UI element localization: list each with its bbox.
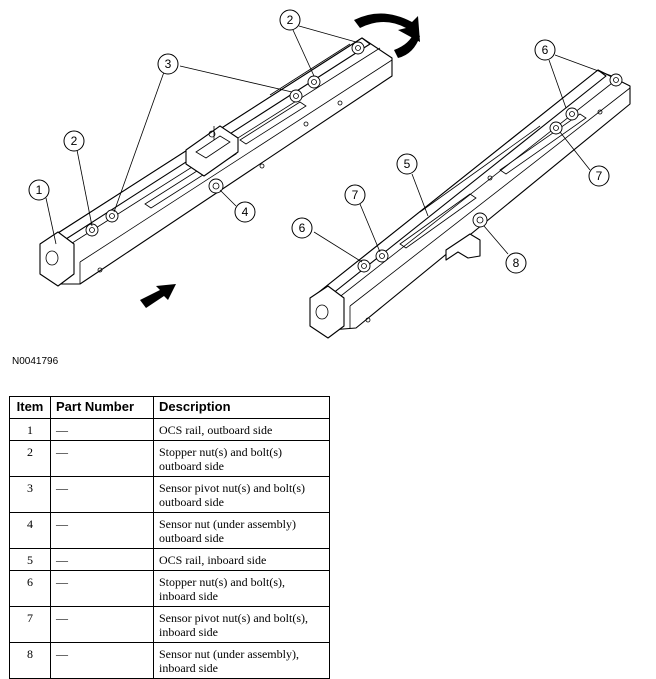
description-cell: Sensor nut (under assembly) outboard sid… <box>153 512 330 549</box>
svg-text:5: 5 <box>404 157 411 171</box>
table-header-row: Item Part Number Description <box>9 396 330 419</box>
header-description: Description <box>153 396 330 419</box>
part-number-cell: — <box>50 548 154 571</box>
callout-3: 3 <box>157 53 179 75</box>
description-cell: Sensor pivot nut(s) and bolt(s), inboard… <box>153 606 330 643</box>
table-row: 4 — Sensor nut (under assembly) outboard… <box>9 512 330 549</box>
description-cell: Sensor nut (under assembly), inboard sid… <box>153 642 330 679</box>
callout-5: 5 <box>396 153 418 175</box>
callout-8: 8 <box>505 252 527 274</box>
svg-text:7: 7 <box>596 169 603 183</box>
header-item: Item <box>9 396 51 419</box>
part-number-cell: — <box>50 512 154 549</box>
item-cell: 3 <box>9 476 51 513</box>
svg-text:7: 7 <box>352 188 359 202</box>
table-row: 5 — OCS rail, inboard side <box>9 548 330 571</box>
leader-lines <box>45 25 613 263</box>
item-cell: 4 <box>9 512 51 549</box>
svg-text:6: 6 <box>542 43 549 57</box>
callout-6-upper: 6 <box>534 39 556 61</box>
part-number-cell: — <box>50 642 154 679</box>
outboard-rail-drawing <box>39 13 420 308</box>
item-cell: 5 <box>9 548 51 571</box>
svg-text:2: 2 <box>287 13 294 27</box>
part-number-cell: — <box>50 440 154 477</box>
inboard-rail-drawing <box>309 69 631 339</box>
callout-2-lower: 2 <box>63 130 85 152</box>
callout-7-upper: 7 <box>588 165 610 187</box>
part-number-cell: — <box>50 476 154 513</box>
table-row: 7 — Sensor pivot nut(s) and bolt(s), inb… <box>9 606 330 643</box>
item-cell: 7 <box>9 606 51 643</box>
item-cell: 8 <box>9 642 51 679</box>
table-row: 1 — OCS rail, outboard side <box>9 418 330 441</box>
callout-6-lower: 6 <box>291 217 313 239</box>
callout-1: 1 <box>28 179 50 201</box>
svg-text:6: 6 <box>299 221 306 235</box>
rail-illustration: 1 2 3 2 4 6 7 5 6 7 8 <box>28 9 631 339</box>
description-cell: OCS rail, inboard side <box>153 548 330 571</box>
callout-7-lower: 7 <box>344 184 366 206</box>
table-row: 6 — Stopper nut(s) and bolt(s), inboard … <box>9 570 330 607</box>
description-cell: OCS rail, outboard side <box>153 418 330 441</box>
table-row: 2 — Stopper nut(s) and bolt(s) outboard … <box>9 440 330 477</box>
parts-table: Item Part Number Description 1 — OCS rai… <box>9 396 330 679</box>
callout-2-upper: 2 <box>279 9 301 31</box>
item-cell: 6 <box>9 570 51 607</box>
table-row: 8 — Sensor nut (under assembly), inboard… <box>9 642 330 679</box>
item-cell: 2 <box>9 440 51 477</box>
header-part-number: Part Number <box>50 396 154 419</box>
description-cell: Stopper nut(s) and bolt(s), inboard side <box>153 570 330 607</box>
description-cell: Sensor pivot nut(s) and bolt(s) outboard… <box>153 476 330 513</box>
callouts-left: 1 2 3 2 4 <box>28 9 301 223</box>
item-cell: 1 <box>9 418 51 441</box>
svg-text:3: 3 <box>165 57 172 71</box>
callout-4: 4 <box>234 201 256 223</box>
table-row: 3 — Sensor pivot nut(s) and bolt(s) outb… <box>9 476 330 513</box>
part-number-cell: — <box>50 570 154 607</box>
figure-id: N0041796 <box>12 356 59 367</box>
svg-text:8: 8 <box>513 256 520 270</box>
callouts-right: 6 7 5 6 7 8 <box>291 39 610 274</box>
svg-text:1: 1 <box>36 183 43 197</box>
rotation-arrow-icon <box>354 13 420 42</box>
svg-text:4: 4 <box>242 205 249 219</box>
svg-text:2: 2 <box>71 134 78 148</box>
description-cell: Stopper nut(s) and bolt(s) outboard side <box>153 440 330 477</box>
forward-arrow-icon <box>140 284 176 308</box>
part-number-cell: — <box>50 418 154 441</box>
part-number-cell: — <box>50 606 154 643</box>
